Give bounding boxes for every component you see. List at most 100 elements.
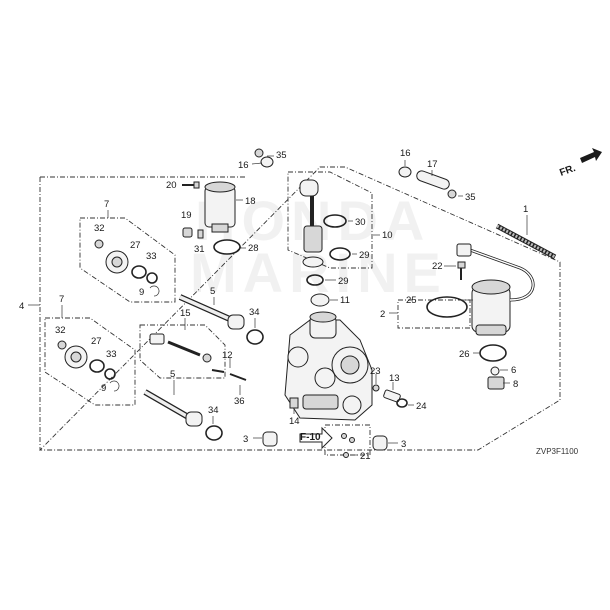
callout-32-lower: 32: [55, 325, 66, 336]
part-7-lower-group: [57, 340, 120, 392]
reference-label: F-10: [300, 432, 321, 443]
callout-25: 25: [406, 295, 417, 306]
part-35-clip-top: [254, 148, 264, 158]
part-11-seal: [310, 293, 330, 307]
part-6-clip: [490, 366, 500, 376]
front-arrow-icon: [580, 148, 602, 163]
part-14-fitting: [289, 397, 299, 409]
callout-33-upper: 33: [146, 251, 157, 262]
part-2-motor: [456, 243, 535, 336]
subframe-7-lower: [44, 317, 136, 406]
part-36-pin: [229, 373, 247, 381]
part-34-oring-upper: [246, 329, 264, 345]
callout-12: 12: [222, 350, 233, 361]
callout-10: 10: [382, 230, 393, 241]
callout-34-lower: 34: [208, 405, 219, 416]
callout-5-upper: 5: [210, 286, 215, 297]
part-34-oring-lower: [205, 425, 223, 441]
callout-1: 1: [523, 204, 528, 215]
part-10-rod-assembly: [299, 179, 324, 268]
part-30-oring: [323, 214, 347, 228]
callout-15: 15: [180, 308, 191, 319]
callout-9-upper: 9: [139, 287, 144, 298]
callout-labels: 1 2 3 3 4 5 5 6 7 7 8 9 9 10 11 12 13 14…: [19, 148, 528, 462]
callout-3-right: 3: [401, 439, 406, 450]
callout-27-upper: 27: [130, 240, 141, 251]
callout-19: 19: [181, 210, 192, 221]
callout-11: 11: [340, 295, 350, 306]
part-28-oring: [213, 239, 241, 255]
part-26-oring: [479, 344, 507, 362]
part-25-oring: [426, 296, 468, 318]
callout-33-lower: 33: [106, 349, 117, 360]
callout-30: 30: [355, 217, 366, 228]
part-24-oring: [396, 398, 408, 408]
callout-13: 13: [389, 373, 400, 384]
callout-22: 22: [432, 261, 443, 272]
part-18-reservoir: [204, 181, 236, 233]
callout-17: 17: [427, 159, 438, 170]
callout-6: 6: [511, 365, 516, 376]
part-21-screws: [341, 433, 355, 458]
part-16-bushing-right: [398, 166, 412, 178]
leader-lines: [61, 155, 528, 456]
callout-26: 26: [459, 349, 470, 360]
part-12-pin: [211, 369, 225, 373]
callout-7-upper: 7: [104, 199, 109, 210]
callout-4: 4: [19, 301, 24, 312]
callout-35-right: 35: [465, 192, 476, 203]
callout-2: 2: [380, 309, 385, 320]
part-5-shaft-upper: [178, 294, 245, 330]
part-3-plug-left: [262, 431, 278, 447]
reference-arrow: [299, 426, 333, 450]
part-23-valve: [372, 384, 380, 392]
part-31-pin: [197, 229, 204, 239]
part-17-sleeve: [416, 170, 450, 190]
front-orientation-indicator: FR.: [558, 148, 602, 179]
callout-8: 8: [513, 379, 518, 390]
callout-36: 36: [234, 396, 245, 407]
part-19-fitting: [182, 227, 193, 238]
callout-29-lower: 29: [338, 276, 349, 287]
part-8-bracket: [487, 376, 505, 390]
diagram-code: ZVP3F1100: [536, 447, 579, 456]
part-16-bushing-top: [260, 156, 274, 168]
callout-5-lower: 5: [170, 369, 175, 380]
callout-28: 28: [248, 243, 259, 254]
callout-3-left: 3: [243, 434, 248, 445]
part-1-rod: [495, 223, 557, 260]
callout-24: 24: [416, 401, 427, 412]
part-20-screw: [182, 181, 200, 189]
part-29-oring-upper: [329, 247, 351, 261]
callout-16-right: 16: [400, 148, 411, 159]
callout-31: 31: [194, 244, 205, 255]
callout-9-lower: 9: [101, 383, 106, 394]
callout-20: 20: [166, 180, 177, 191]
subframe-2: [397, 299, 471, 329]
part-5-shaft-lower: [143, 389, 203, 427]
part-7-upper-group: [94, 239, 160, 297]
callout-7-lower: 7: [59, 294, 64, 305]
callout-29-upper: 29: [359, 250, 370, 261]
callout-32-upper: 32: [94, 223, 105, 234]
assembly-frame: [38, 166, 561, 451]
part-3-plug-right: [372, 435, 388, 451]
subframe-7-upper: [79, 217, 176, 303]
callout-18: 18: [245, 196, 256, 207]
callout-14: 14: [289, 416, 300, 427]
part-35-clip-right: [447, 189, 457, 199]
part-29-oring-lower: [306, 274, 324, 286]
part-22-bolt: [457, 261, 466, 280]
front-label: FR.: [558, 163, 577, 179]
callout-21: 21: [360, 451, 371, 462]
callout-27-lower: 27: [91, 336, 102, 347]
callout-16-top: 16: [238, 160, 249, 171]
callout-23: 23: [370, 366, 381, 377]
subframe-10: [287, 171, 373, 269]
subframe-15: [139, 324, 226, 379]
part-32-upper: [94, 239, 104, 249]
callout-35-top: 35: [276, 150, 287, 161]
part-15-valve-set: [149, 333, 212, 363]
